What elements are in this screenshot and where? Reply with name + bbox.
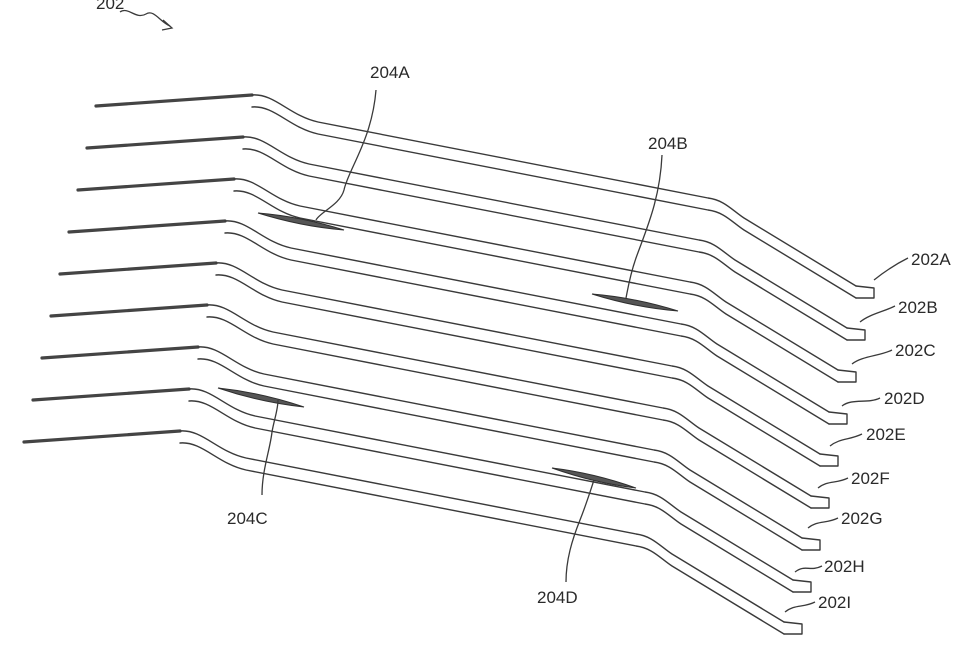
strip-202B-upper-edge [242, 136, 848, 329]
strip-202C-lower-edge [233, 190, 839, 383]
strips-layer [22, 93, 875, 635]
strip-202F-lower-edge [206, 316, 812, 509]
strip-202I-upper-edge [179, 430, 785, 623]
joint-204C-leader [261, 399, 279, 496]
strip-202A-lower-edge [251, 106, 857, 299]
strip-202G [40, 345, 821, 551]
strip-202A-leader [873, 257, 909, 281]
strip-202F-end-cap [810, 495, 830, 509]
strip-202G-lower-edge [197, 358, 803, 551]
strip-202A-end-cap [855, 285, 875, 299]
strip-label-202D: 202D [884, 389, 925, 408]
strip-label-202G: 202G [841, 509, 883, 528]
strip-202B-end-cap [846, 327, 866, 341]
joint-204B-seam [591, 293, 679, 312]
joints-layer [217, 212, 679, 489]
strip-202G-end-cap [801, 537, 821, 551]
assembly-arrow [119, 9, 171, 27]
strip-202H-lower-edge [188, 400, 794, 593]
strip-202B-lead-wire [85, 135, 245, 150]
strip-202C-end-cap [837, 369, 857, 383]
strip-202B-leader [859, 305, 896, 323]
strip-202E [58, 261, 839, 467]
strip-202D-lead-wire [67, 219, 227, 234]
strip-202C-upper-edge [233, 178, 839, 371]
strip-202E-upper-edge [215, 262, 821, 455]
strip-202H [31, 387, 812, 593]
strip-202F-lead-wire [49, 303, 209, 318]
strip-202A-lead-wire [94, 93, 254, 108]
strip-202A [94, 93, 875, 299]
strip-202I [22, 429, 803, 635]
strip-202D-end-cap [828, 411, 848, 425]
strip-202I-leader [784, 601, 816, 613]
joint-204C-seam [217, 387, 305, 408]
joint-label-204B: 204B [648, 134, 688, 153]
strip-202E-lead-wire [58, 261, 218, 276]
strip-202G-upper-edge [197, 346, 803, 539]
assembly-arrowhead [161, 19, 174, 31]
strip-202C-lead-wire [76, 177, 236, 192]
assembly-label: 202 [96, 0, 124, 13]
strip-label-202I: 202I [818, 593, 851, 612]
joint-204B-leader [625, 154, 663, 299]
strip-label-202E: 202E [866, 425, 906, 444]
strip-202I-lead-wire [22, 429, 182, 444]
joint-204A-seam [257, 212, 345, 231]
strip-labels: 202A 202B 202C 202D 202E 202F 202G 202H … [818, 250, 951, 612]
strip-202D-upper-edge [224, 220, 830, 413]
strip-202E-lower-edge [215, 274, 821, 467]
joint-204D-leader [565, 479, 595, 583]
strip-202I-end-cap [783, 621, 803, 635]
strip-202E-end-cap [819, 453, 839, 467]
strip-202H-lead-wire [31, 387, 191, 402]
strip-202D [67, 219, 848, 425]
joint-204D-seam [551, 467, 637, 489]
joint-label-204C: 204C [227, 509, 268, 528]
joint-204A-leader [315, 89, 377, 221]
strip-202C [76, 177, 857, 383]
strip-202G-lead-wire [40, 345, 200, 360]
joint-labels: 204A 204B 204C 204D [227, 63, 688, 607]
strip-202G-leader [807, 517, 839, 529]
strip-202F [49, 303, 830, 509]
strip-label-202C: 202C [895, 341, 936, 360]
assembly-reference: 202 [96, 0, 174, 31]
strip-202D-leader [841, 397, 881, 407]
strip-202H-end-cap [792, 579, 812, 593]
strip-202B-lower-edge [242, 148, 848, 341]
leaders-layer [261, 89, 909, 613]
strip-202H-upper-edge [188, 388, 794, 581]
strip-202B [85, 135, 866, 341]
strip-202A-upper-edge [251, 94, 857, 287]
strip-202F-upper-edge [206, 304, 812, 497]
strip-label-202H: 202H [824, 557, 865, 576]
strip-202C-leader [851, 349, 893, 365]
strip-202D-lower-edge [224, 232, 830, 425]
strip-label-202F: 202F [851, 469, 890, 488]
strip-202E-leader [829, 433, 863, 447]
strip-202F-leader [817, 477, 849, 489]
joint-label-204A: 204A [370, 63, 410, 82]
strip-202H-leader [794, 565, 823, 573]
strip-label-202B: 202B [898, 298, 938, 317]
strip-label-202A: 202A [911, 250, 951, 269]
strip-202I-lower-edge [179, 442, 785, 635]
joint-label-204D: 204D [537, 588, 578, 607]
